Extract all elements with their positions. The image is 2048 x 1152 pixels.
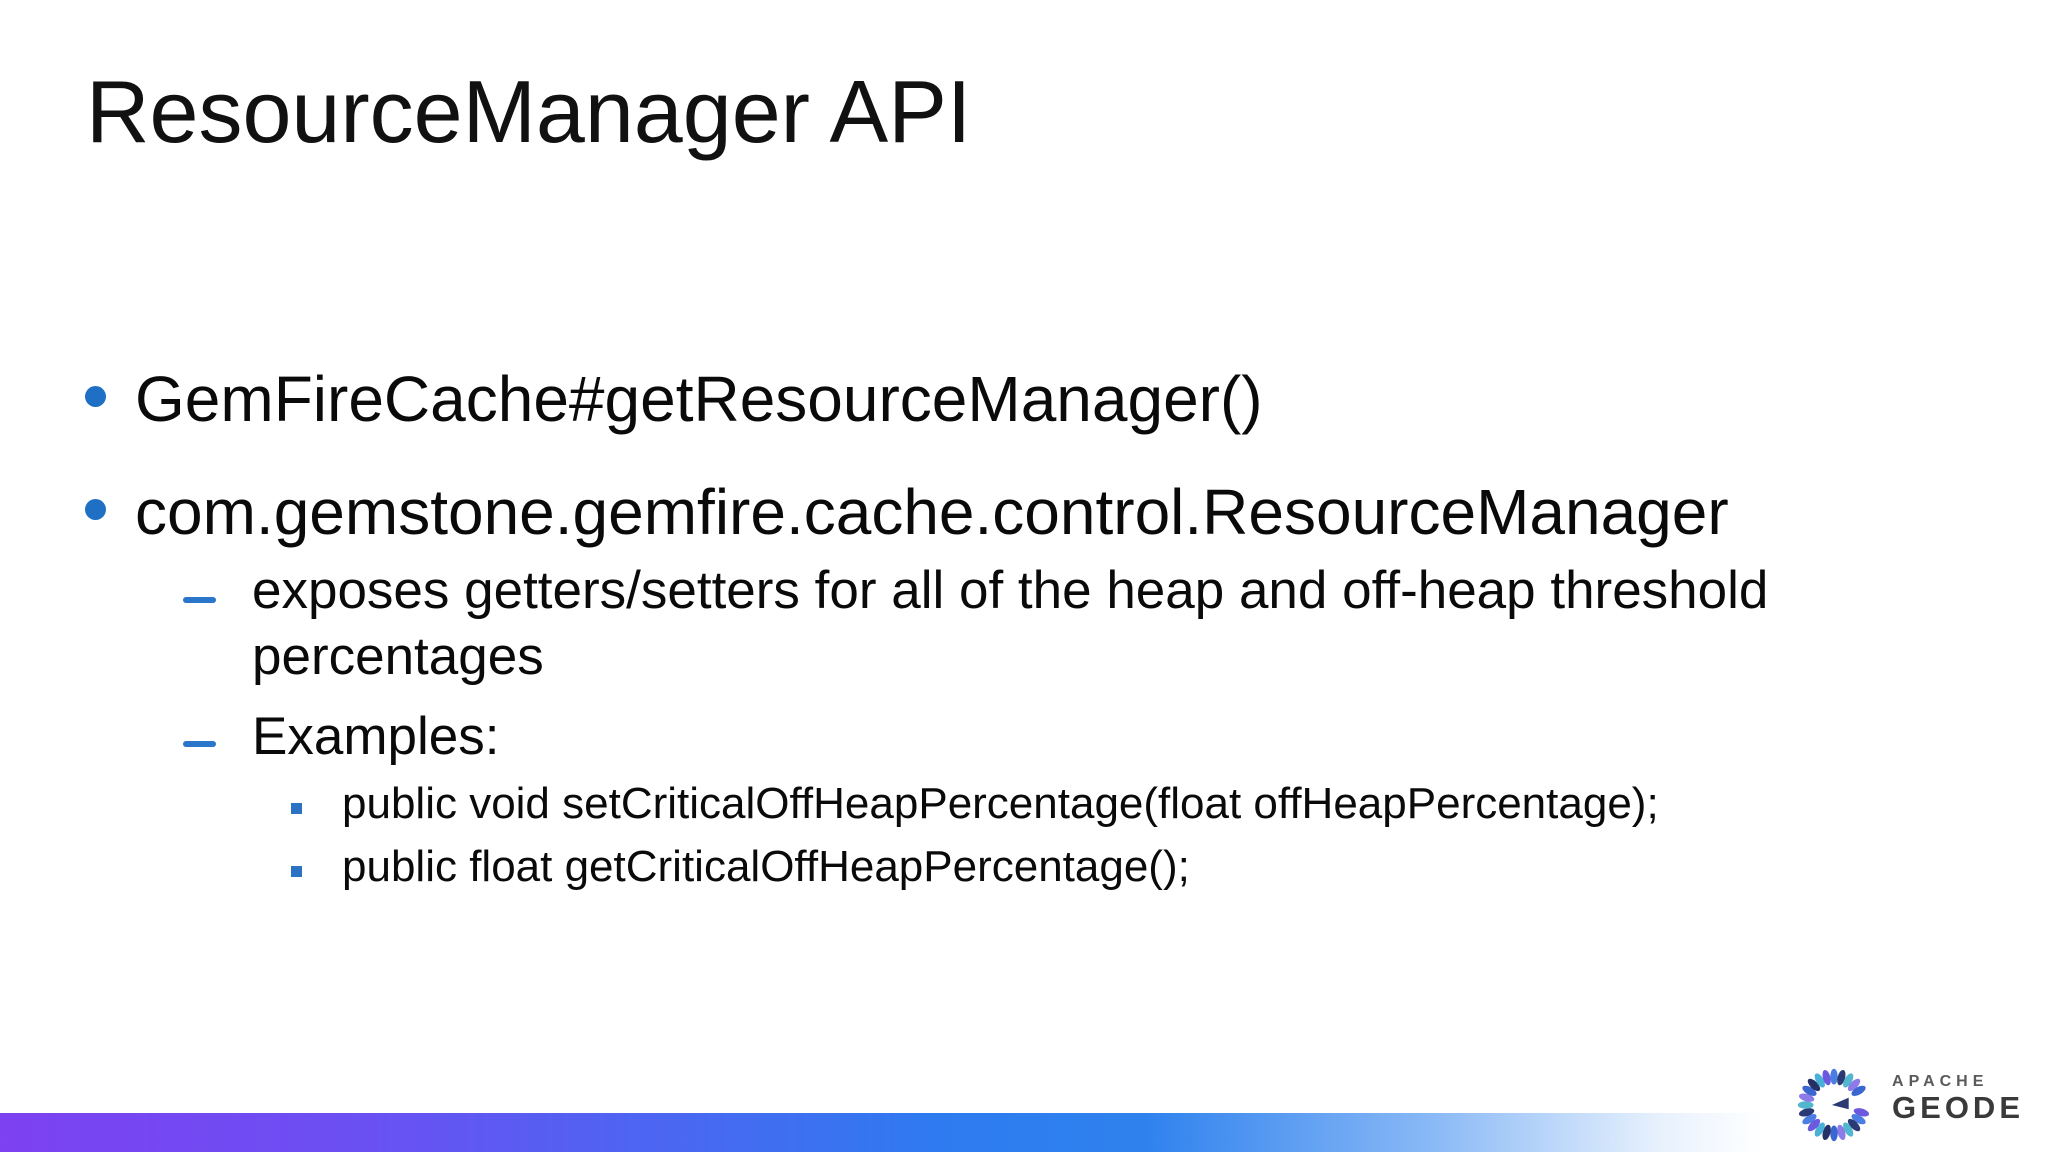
geode-center-arrow — [1831, 1097, 1849, 1110]
square-bullet-icon — [291, 866, 302, 877]
logo-wordmark: APACHE GEODE — [1892, 1072, 2024, 1137]
square-bullet-icon — [291, 803, 302, 814]
dash-icon — [183, 597, 216, 603]
code-line-set-critical-offheap: public void setCriticalOffHeapPercentage… — [342, 779, 1659, 828]
sub-bullet-examples: Examples: — [252, 707, 500, 766]
apache-geode-logo: APACHE GEODE — [1792, 1063, 2024, 1147]
apache-label: APACHE — [1892, 1072, 1989, 1090]
sub-bullet-getters-setters: exposes getters/setters for all of the h… — [252, 561, 1769, 686]
bullet-dot-icon — [85, 499, 106, 520]
page-title: ResourceManager API — [86, 62, 972, 161]
geode-starburst-icon — [1797, 1068, 1870, 1142]
code-line-get-critical-offheap: public float getCriticalOffHeapPercentag… — [342, 842, 1190, 891]
bullet-item-get-resource-manager: GemFireCache#getResourceManager() — [135, 363, 1263, 435]
bullet-item-resource-manager-class: com.gemstone.gemfire.cache.control.Resou… — [135, 476, 1729, 548]
bullet-dot-icon — [85, 386, 106, 407]
geode-label: GEODE — [1892, 1089, 2024, 1125]
footer-gradient-bar — [0, 1113, 2048, 1152]
dash-icon — [183, 741, 216, 747]
